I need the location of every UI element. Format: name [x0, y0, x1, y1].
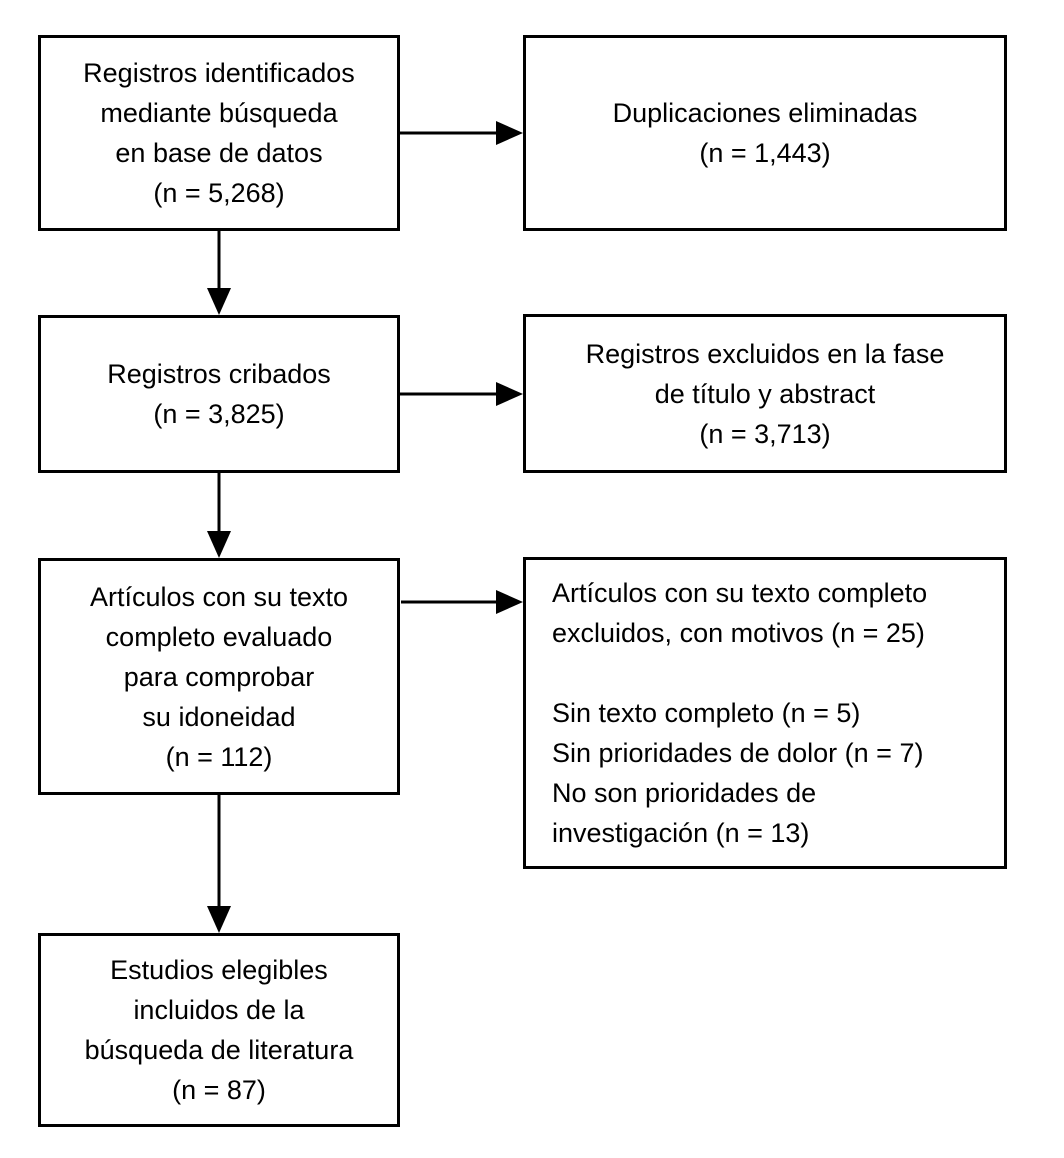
box-text-line: su idoneidad: [142, 701, 296, 732]
arrow-identified-to-screened-head: [207, 288, 231, 315]
box-text-line: Registros cribados: [107, 359, 331, 389]
box-count-line: (n = 87): [172, 1075, 266, 1105]
box-text-line: incluidos de la: [133, 995, 305, 1025]
box-reason-line: Sin prioridades de dolor (n = 7): [552, 738, 924, 768]
box-text-line: búsqueda de literatura: [84, 1035, 354, 1065]
box-text-line: para comprobar: [123, 661, 315, 692]
box-text-line: Registros excluidos en la fase: [585, 338, 945, 369]
box-count-line: (n = 3,825): [153, 399, 285, 429]
box-text-line: completo evaluado: [105, 621, 333, 652]
arrow-screened-to-fulltext-head: [207, 531, 231, 558]
box-fulltext-assessed: Artículos con su texto completo evaluado…: [38, 558, 400, 795]
box-text-line: excluidos, con motivos (n = 25): [552, 618, 925, 648]
box-reason-line: Sin texto completo (n = 5): [552, 698, 861, 728]
box-reason-line: No son prioridades de: [552, 778, 817, 808]
box-text-line: Duplicaciones eliminadas: [612, 98, 918, 128]
box-text-line: Registros identificados: [83, 58, 355, 88]
box-records-screened: Registros cribados (n = 3,825): [38, 315, 400, 473]
box-count-line: (n = 1,443): [699, 138, 831, 168]
box-text-line: Artículos con su texto: [89, 581, 349, 612]
box-text-line: mediante búsqueda: [100, 98, 338, 128]
box-count-line: (n = 5,268): [153, 178, 285, 208]
arrow-screened-to-excluded-head: [496, 382, 523, 406]
box-count-line: (n = 3,713): [699, 418, 831, 449]
arrow-identified-to-duplicates-head: [496, 121, 523, 145]
arrow-fulltext-to-excluded-head: [496, 590, 523, 614]
box-text-line: Estudios elegibles: [110, 955, 328, 985]
box-text-line: de título y abstract: [654, 378, 876, 409]
box-records-excluded-title-abstract: Registros excluidos en la fase de título…: [523, 314, 1007, 473]
box-text-line: en base de datos: [115, 138, 323, 168]
box-duplicates-removed: Duplicaciones eliminadas (n = 1,443): [523, 35, 1007, 231]
arrow-fulltext-to-included-head: [207, 906, 231, 933]
box-text-line: Artículos con su texto completo: [552, 578, 928, 608]
box-records-identified: Registros identificados mediante búsqued…: [38, 35, 400, 231]
box-reason-line: investigación (n = 13): [552, 818, 810, 848]
box-count-line: (n = 112): [165, 741, 273, 772]
box-studies-included: Estudios elegibles incluidos de la búsqu…: [38, 933, 400, 1127]
box-fulltext-excluded: Artículos con su texto completo excluido…: [523, 557, 1007, 869]
